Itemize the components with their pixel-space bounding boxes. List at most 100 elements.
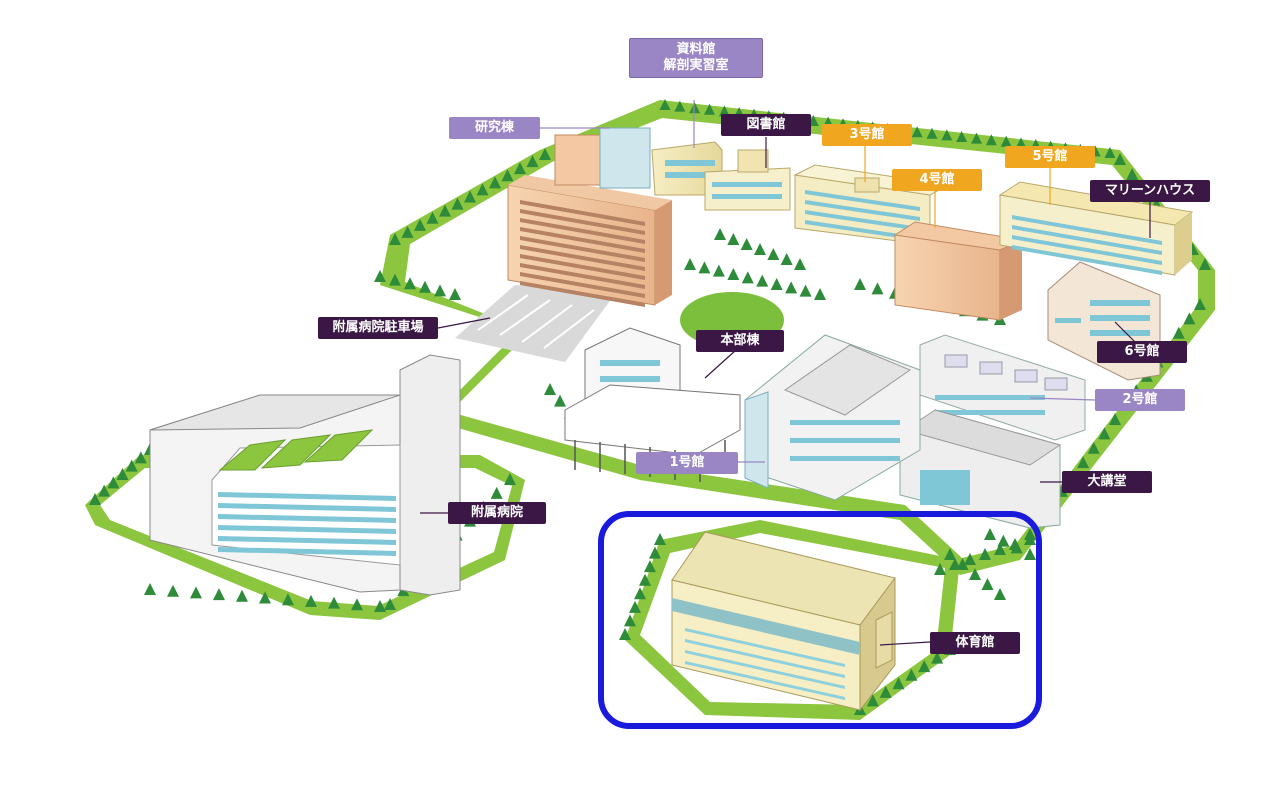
label-daikodo[interactable]: 大講堂: [1062, 471, 1152, 493]
tree-icon: [389, 233, 401, 245]
tree-icon: [434, 284, 446, 297]
window-row: [685, 639, 845, 678]
tree-icon: [624, 614, 636, 627]
tree-icon: [89, 493, 101, 505]
tree-icon: [1199, 258, 1211, 270]
tree-icon: [544, 383, 556, 395]
tree-icon: [1015, 137, 1027, 149]
tree-icon: [689, 102, 701, 114]
label-gokan1[interactable]: 1号館: [636, 452, 738, 474]
window-row: [520, 209, 645, 235]
label-kenkyuto[interactable]: 研究棟: [449, 117, 540, 139]
tree-icon: [931, 651, 944, 664]
label-gym[interactable]: 体育館: [930, 632, 1020, 654]
window-row: [218, 492, 396, 501]
tree-icon: [213, 588, 225, 601]
tree-icon: [997, 534, 1010, 547]
window-row: [218, 503, 396, 512]
tree-icon: [1010, 541, 1023, 554]
window-row: [218, 525, 396, 534]
tree-icon: [1109, 413, 1121, 425]
tree-icon: [727, 233, 740, 245]
tree-icon: [414, 218, 426, 231]
tree-icon: [698, 261, 711, 274]
tree-icon: [389, 273, 401, 286]
parking-lot: [455, 285, 618, 362]
tree-icon: [1024, 533, 1036, 545]
tree-icon: [259, 591, 271, 604]
tree-icon: [934, 563, 946, 575]
tree-icon: [659, 99, 671, 110]
tree-icon: [926, 127, 938, 139]
toshokan-building: [704, 149, 791, 211]
tree-icon: [1104, 147, 1116, 158]
tree-icon: [944, 548, 956, 560]
window-row: [218, 514, 396, 523]
tree-icon: [116, 468, 129, 480]
tree-icon: [740, 238, 753, 250]
tree-icon: [644, 560, 656, 573]
tree-icon: [426, 211, 439, 224]
window-row: [1012, 235, 1162, 265]
label-gokan4[interactable]: 4号館: [892, 169, 982, 191]
label-gokan3[interactable]: 3号館: [822, 124, 912, 146]
tree-icon: [994, 588, 1006, 600]
label-gokan2[interactable]: 2号館: [1095, 389, 1185, 411]
tree-icon: [464, 190, 476, 203]
label-gokan6[interactable]: 6号館: [1097, 341, 1187, 363]
window-row: [1012, 245, 1162, 275]
window-row: [1012, 215, 1162, 245]
tree-icon: [374, 600, 386, 612]
window-row: [520, 254, 645, 280]
tree-icon: [1000, 135, 1012, 147]
window-row: [520, 281, 645, 307]
tree-icon: [190, 586, 202, 599]
tree-icon: [328, 596, 340, 609]
tree-icon: [956, 131, 968, 142]
window-row: [685, 661, 845, 700]
label-gokan5[interactable]: 5号館: [1005, 146, 1095, 168]
tree-icon: [684, 258, 696, 270]
tree-icon: [854, 278, 866, 290]
tree-icon: [971, 132, 982, 144]
gokan5-building: [998, 181, 1194, 276]
label-honbuto[interactable]: 本部棟: [696, 330, 784, 352]
kenkyuto-windows: [520, 200, 645, 307]
tree-icon: [1126, 168, 1139, 180]
tree-icon: [814, 288, 826, 300]
tree-icon: [404, 277, 416, 290]
window-row: [520, 263, 645, 289]
tree-icon: [727, 268, 740, 280]
tree-icon: [144, 583, 156, 595]
tree-icon: [911, 126, 923, 138]
gym-building: [671, 531, 896, 712]
label-marine-house[interactable]: マリーンハウス: [1090, 180, 1210, 202]
tree-icon: [718, 105, 730, 117]
gokan3-windows: [805, 190, 920, 241]
tree-icon: [1087, 441, 1100, 454]
label-parking[interactable]: 附属病院駐車場: [318, 317, 438, 339]
tree-icon: [305, 594, 317, 607]
tree-icon: [704, 103, 715, 115]
tree-icon: [514, 162, 526, 175]
tree-icon: [476, 183, 489, 196]
hospital-windows: [218, 492, 396, 556]
tree-icon: [451, 197, 464, 210]
tree-icon: [134, 451, 147, 464]
tree-icon: [871, 282, 884, 295]
tree-icon: [714, 228, 726, 240]
label-hospital[interactable]: 附属病院: [448, 502, 546, 524]
tree-icon: [741, 271, 754, 284]
tree-icon: [384, 598, 396, 610]
label-shiryokan[interactable]: 資料館 解剖実習室: [629, 38, 763, 78]
window-row: [685, 628, 845, 667]
label-toshokan[interactable]: 図書館: [721, 114, 811, 136]
tree-icon: [770, 278, 783, 290]
tree-icon: [401, 225, 414, 238]
gokan1-building: [744, 334, 921, 501]
tree-icon: [1077, 456, 1090, 469]
window-row: [805, 200, 920, 221]
tree-icon: [167, 584, 179, 597]
tree-icon: [918, 660, 931, 673]
tree-icon: [649, 546, 661, 559]
